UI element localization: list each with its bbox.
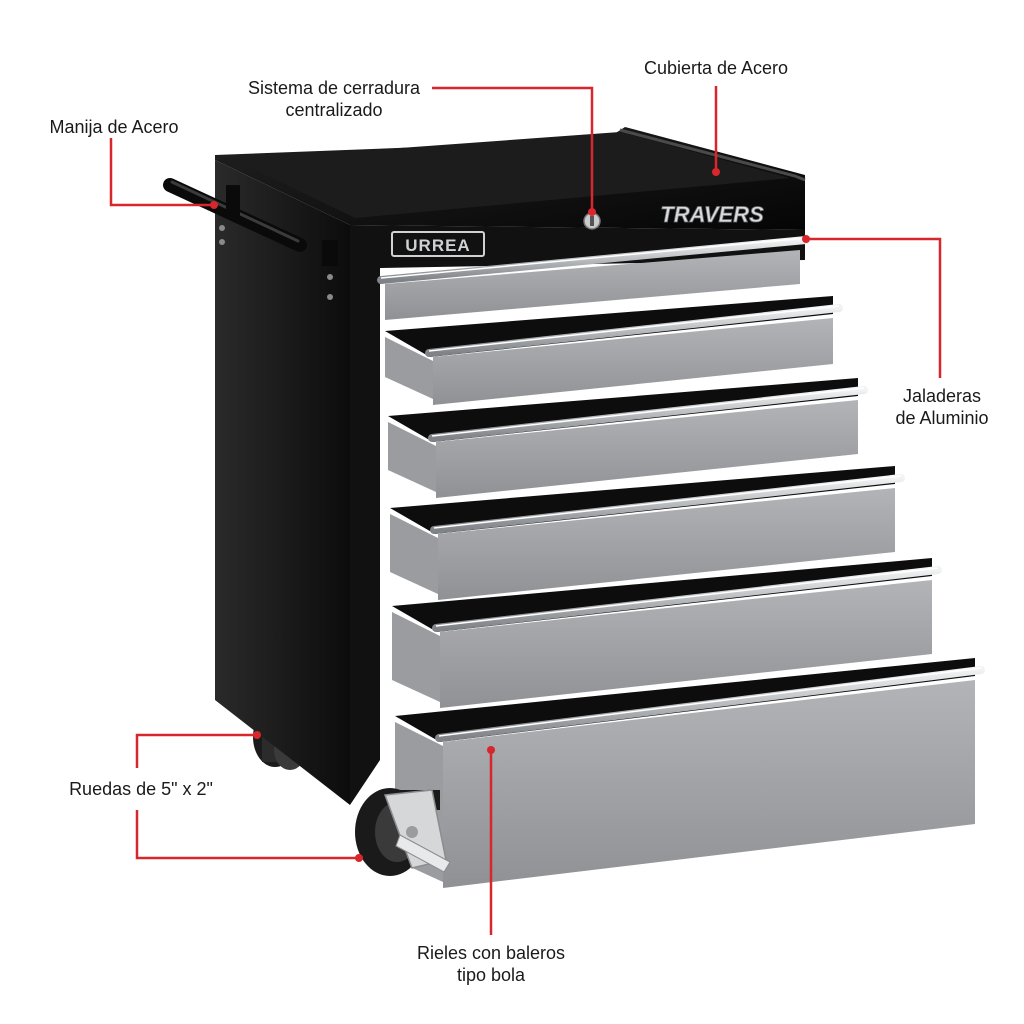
callout-handle-line1: Manija de Acero <box>49 117 179 137</box>
drawer-front <box>440 580 932 708</box>
aluminum-pull[interactable] <box>425 304 843 357</box>
callout-lock-line2: centralizado <box>285 100 383 120</box>
callout-wheels: Ruedas de 5" x 2" <box>56 778 226 800</box>
drawer-3[interactable] <box>388 378 868 498</box>
pull-highlight <box>435 567 939 627</box>
pull-highlight <box>380 237 807 279</box>
leader-wheels-lower <box>135 810 357 860</box>
drawer-front <box>443 680 975 888</box>
drawer-6[interactable] <box>395 658 985 888</box>
pull-highlight <box>428 305 840 352</box>
callout-steel-handle: Manija de Acero <box>34 116 194 138</box>
aluminum-pull[interactable] <box>432 566 942 632</box>
travers-badge: TRAVERS <box>660 202 764 227</box>
drawer-side-rail <box>385 337 433 399</box>
drawer-side-rail <box>392 612 440 702</box>
drawer-side-rail <box>388 422 436 492</box>
front-caster <box>355 788 451 876</box>
drawer-interior <box>395 658 975 742</box>
callout-aluminum-pulls: Jaladeras de Aluminio <box>882 385 1002 429</box>
urrea-logo-text: URREA <box>405 236 470 255</box>
callout-steel-top: Cubierta de Acero <box>626 57 806 79</box>
callout-top-line1: Cubierta de Acero <box>643 58 789 78</box>
drawer-front <box>385 250 800 320</box>
drawer-2[interactable] <box>385 296 843 405</box>
drawer-1[interactable] <box>377 236 810 320</box>
callout-pulls-line1: Jaladeras <box>902 386 982 406</box>
aluminum-pull[interactable] <box>430 474 905 534</box>
steel-handle <box>163 178 338 266</box>
side-bolts <box>219 225 333 300</box>
pull-highlight <box>433 475 902 529</box>
urrea-logo: URREA <box>391 231 485 257</box>
callout-lock-system: Sistema de cerradura centralizado <box>234 77 434 121</box>
callout-rails-line1: Rieles con baleros <box>416 943 566 963</box>
aluminum-pull[interactable] <box>377 236 810 284</box>
callout-ball-bearing-rails: Rieles con baleros tipo bola <box>396 942 586 986</box>
callout-rails-line2: tipo bola <box>456 965 526 985</box>
cabinet-side-panel <box>215 160 350 805</box>
drawer-front <box>436 400 858 498</box>
drawer-5[interactable] <box>392 558 942 708</box>
aluminum-pull[interactable] <box>428 386 868 442</box>
leader-wheels-upper <box>135 733 255 768</box>
callout-lock-line1: Sistema de cerradura <box>247 78 421 98</box>
drawer-front <box>433 318 833 405</box>
leader-pulls <box>808 237 942 378</box>
leader-handle <box>109 138 212 207</box>
callout-wheels-line1: Ruedas de 5" x 2" <box>69 779 213 799</box>
pull-highlight <box>438 667 982 737</box>
pull-highlight <box>431 387 865 437</box>
drawer-front <box>438 488 895 600</box>
aluminum-pull[interactable] <box>435 666 985 742</box>
drawer-4[interactable] <box>390 466 905 600</box>
drawer-side-rail <box>390 514 438 594</box>
drawers-group <box>377 236 985 888</box>
callout-pulls-line2: de Aluminio <box>895 408 989 428</box>
callout-leader-lines <box>109 86 942 935</box>
leader-lock <box>432 86 594 210</box>
